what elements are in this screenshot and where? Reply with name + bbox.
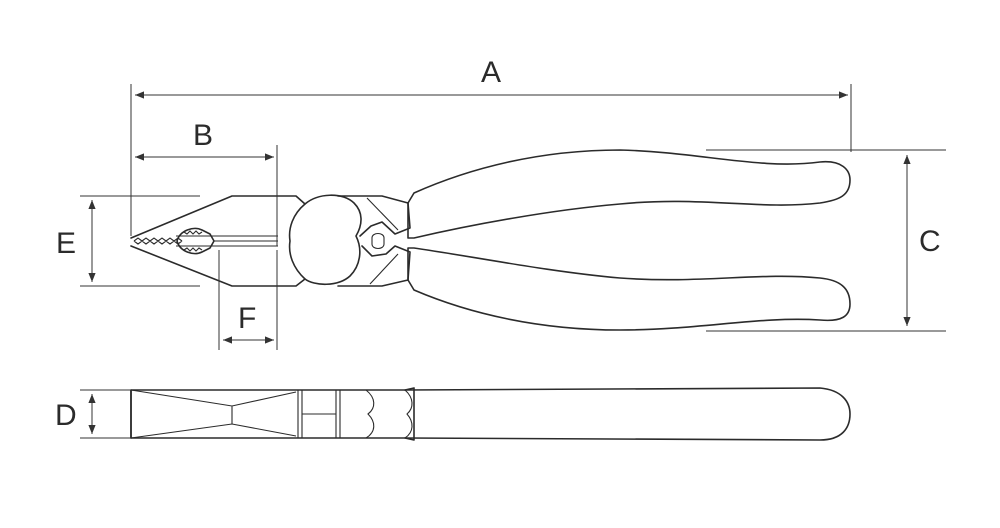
lower-handle xyxy=(407,247,851,331)
dimension-b: B xyxy=(135,119,278,246)
label-f: F xyxy=(238,302,256,335)
pivot-body-upper xyxy=(337,195,411,237)
pivot-joint xyxy=(288,194,362,286)
label-b: B xyxy=(193,119,213,152)
lower-jaw-outline xyxy=(130,245,306,287)
profile-neck-curve-right xyxy=(404,389,413,439)
dimension-d: D xyxy=(55,389,131,439)
jaw-teeth-serration xyxy=(133,237,183,245)
label-d: D xyxy=(55,399,77,432)
pliers-profile-view xyxy=(130,387,851,441)
dimension-f: F xyxy=(218,250,278,350)
dimension-e: E xyxy=(56,195,200,287)
pipe-grip-teeth xyxy=(183,230,203,252)
upper-jaw-outline xyxy=(130,195,306,239)
label-a: A xyxy=(481,56,501,89)
pliers-top-view xyxy=(130,149,851,331)
upper-handle xyxy=(407,149,851,239)
dimension-a: A xyxy=(130,56,852,236)
label-e: E xyxy=(56,227,76,260)
label-c: C xyxy=(919,225,941,258)
dimension-c: C xyxy=(706,149,946,332)
profile-jaw-bevel xyxy=(130,389,297,439)
pivot-inner-diagonal xyxy=(366,197,399,285)
profile-handle-start xyxy=(404,387,415,441)
profile-outline xyxy=(130,387,851,441)
profile-neck-curve-left xyxy=(365,389,375,439)
pivot-body-lower xyxy=(337,245,411,287)
crimp-notch xyxy=(371,232,385,250)
